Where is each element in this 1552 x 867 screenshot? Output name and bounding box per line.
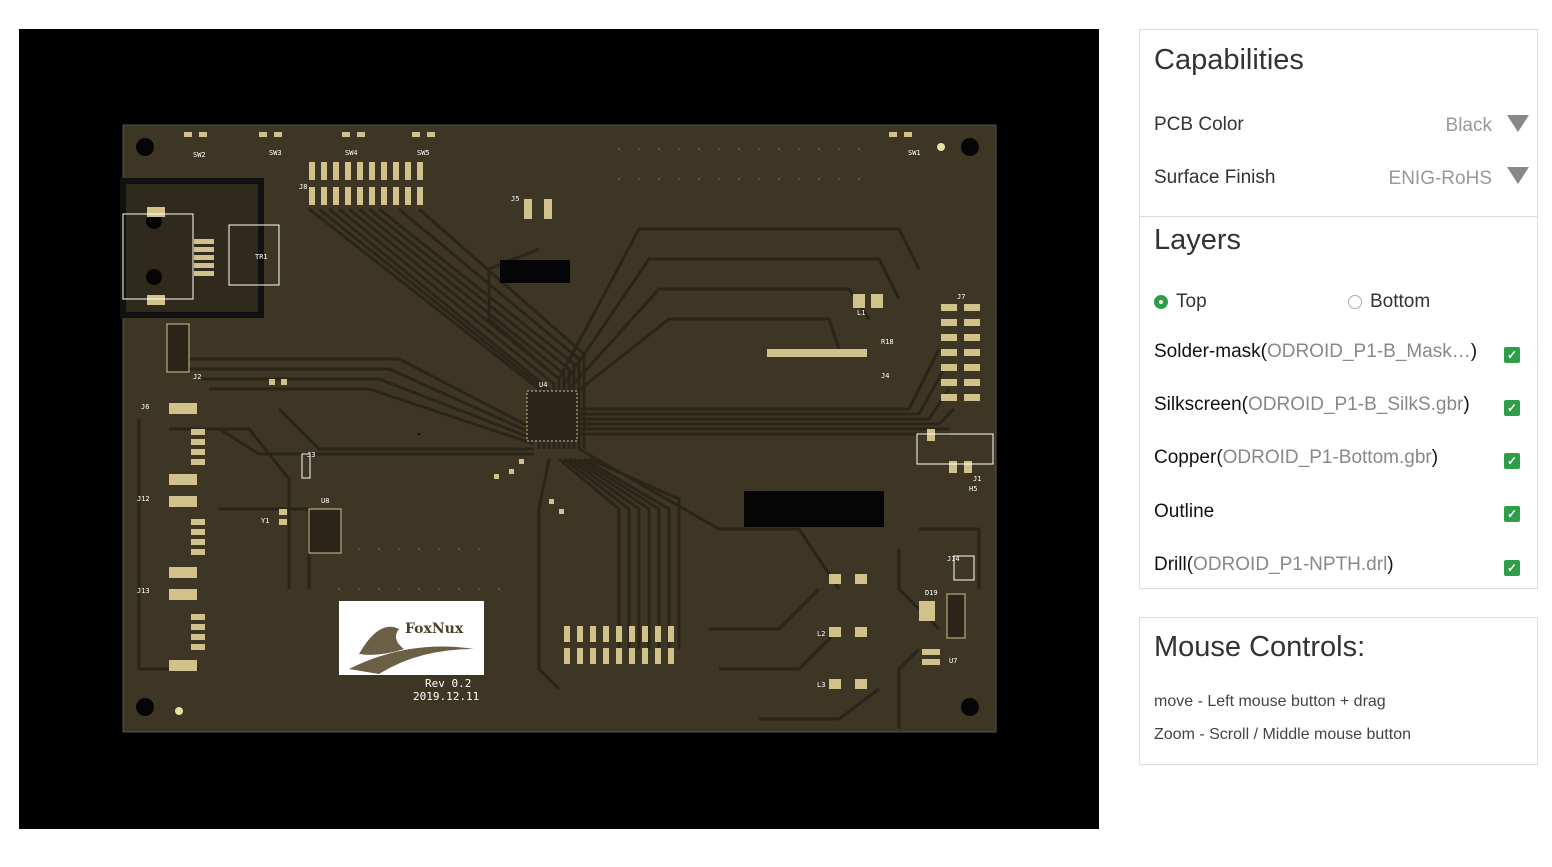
layer-name: Outline (1154, 501, 1215, 522)
capabilities-panel: Capabilities PCB Color Black Surface Fin… (1139, 29, 1538, 217)
connector-j7-pads (941, 304, 980, 401)
layers-panel: Layers Top Bottom Solder-mask(ODROID_P1-… (1139, 217, 1538, 589)
via-field (337, 147, 861, 591)
chevron-down-icon (1507, 167, 1529, 184)
label-h5: H5 (969, 485, 977, 493)
foxnux-logo: FoxNux Rev 0.2 2019.12.11 (339, 601, 484, 703)
checkbox-drill[interactable]: ✓ (1504, 560, 1520, 576)
label-tr1: TR1 (255, 253, 268, 261)
layer-silkscreen: Silkscreen(ODROID_P1-B_SilkS.gbr) (1154, 394, 1470, 415)
j14-outline (953, 555, 975, 581)
connector-bottom-pads (564, 626, 674, 664)
radio-top-label: Top (1176, 291, 1207, 312)
label-j12: J12 (137, 495, 150, 503)
chevron-down-icon (1507, 115, 1529, 132)
smd-components (184, 132, 972, 689)
label-sw5: SW5 (417, 149, 430, 157)
silkscreen-outlines (122, 213, 994, 479)
checkbox-copper[interactable]: ✓ (1504, 453, 1520, 469)
label-j3: J3 (307, 451, 315, 459)
label-j8: J8 (299, 183, 307, 191)
layer-solder-mask: Solder-mask(ODROID_P1-B_Mask…) (1154, 341, 1478, 362)
fox-icon (359, 626, 404, 655)
label-j14: J14 (947, 555, 960, 563)
layer-name: Solder-mask (1154, 341, 1261, 362)
label-j7: J7 (957, 293, 965, 301)
radio-selected-icon (1154, 295, 1168, 309)
cutout-1 (500, 260, 570, 283)
checkbox-silkscreen[interactable]: ✓ (1504, 400, 1520, 416)
mouse-zoom-hint: Zoom - Scroll / Middle mouse button (1154, 726, 1411, 743)
surface-finish-label: Surface Finish (1154, 167, 1276, 188)
label-l3: L3 (817, 681, 825, 689)
surface-finish-select[interactable]: ENIG-RoHS (1337, 161, 1537, 195)
mouse-controls-panel: Mouse Controls: move - Left mouse button… (1139, 617, 1538, 765)
rev-label: Rev 0.2 (425, 677, 471, 690)
label-sw3: SW3 (269, 149, 282, 157)
pcb-color-select[interactable]: Black (1337, 108, 1537, 142)
cutout-2 (744, 491, 884, 527)
radio-bottom-label: Bottom (1370, 291, 1431, 312)
pcb-render[interactable]: SW2 SW3 SW4 SW5 SW1 J8 J5 J2 J6 J12 J13 … (19, 29, 1099, 829)
checkbox-solder-mask[interactable]: ✓ (1504, 347, 1520, 363)
capabilities-title: Capabilities (1154, 44, 1304, 76)
surface-finish-value: ENIG-RoHS (1388, 168, 1492, 189)
layer-name: Drill (1154, 554, 1187, 575)
pcb-viewer[interactable]: SW2 SW3 SW4 SW5 SW1 J8 J5 J2 J6 J12 J13 … (19, 29, 1099, 829)
mouse-controls-title: Mouse Controls: (1154, 631, 1366, 663)
label-j1: J1 (973, 475, 981, 483)
layer-file: ODROID_P1-B_Mask… (1266, 341, 1471, 362)
connector-j4 (767, 349, 867, 357)
connector-j8-pads (309, 162, 423, 205)
label-j5: J5 (511, 195, 519, 203)
label-j6: J6 (141, 403, 149, 411)
label-u4: U4 (539, 381, 547, 389)
layer-copper: Copper(ODROID_P1-Bottom.gbr) (1154, 447, 1439, 468)
label-j13: J13 (137, 587, 150, 595)
date-label: 2019.12.11 (413, 690, 479, 703)
fiducials (175, 143, 945, 715)
label-j4: J4 (881, 372, 889, 380)
radio-unselected-icon (1348, 295, 1362, 309)
layer-file: ODROID_P1-B_SilkS.gbr (1247, 394, 1464, 415)
silkscreen-labels: SW2 SW3 SW4 SW5 SW1 J8 J5 J2 J6 J12 J13 … (137, 149, 981, 689)
layer-file: ODROID_P1-NPTH.drl (1193, 554, 1388, 575)
ic-j2 (166, 323, 190, 373)
layer-file: ODROID_P1-Bottom.gbr (1222, 447, 1432, 468)
label-y1: Y1 (261, 517, 269, 525)
pcb-color-label: PCB Color (1154, 114, 1244, 135)
label-r18: R18 (881, 338, 894, 346)
layer-outline: Outline (1154, 501, 1214, 523)
label-sw2: SW2 (193, 151, 206, 159)
label-l2: L2 (817, 630, 825, 638)
radio-bottom[interactable]: Bottom (1348, 291, 1430, 313)
label-j2: J2 (193, 373, 201, 381)
layer-name: Copper (1154, 447, 1217, 468)
label-sw1: SW1 (908, 149, 921, 157)
ic-u4-bga (526, 390, 578, 442)
board-cutout-region (120, 178, 264, 318)
label-d19: D19 (925, 589, 938, 597)
layers-title: Layers (1154, 224, 1242, 256)
radio-top[interactable]: Top (1154, 291, 1207, 313)
checkbox-outline[interactable]: ✓ (1504, 506, 1520, 522)
connector-left-pads (147, 207, 214, 671)
label-u8: U8 (321, 497, 329, 505)
ic-u6 (946, 593, 966, 639)
ic-u8 (308, 508, 342, 554)
pcb-color-value: Black (1445, 115, 1492, 136)
wave-icon (349, 646, 474, 674)
label-sw4: SW4 (345, 149, 358, 157)
label-l1: L1 (857, 309, 865, 317)
layer-drill: Drill(ODROID_P1-NPTH.drl) (1154, 554, 1394, 575)
mounting-holes (136, 138, 979, 716)
label-u7: U7 (949, 657, 957, 665)
mouse-move-hint: move - Left mouse button + drag (1154, 693, 1386, 710)
layer-name: Silkscreen (1154, 394, 1242, 415)
logo-text: FoxNux (405, 621, 464, 637)
